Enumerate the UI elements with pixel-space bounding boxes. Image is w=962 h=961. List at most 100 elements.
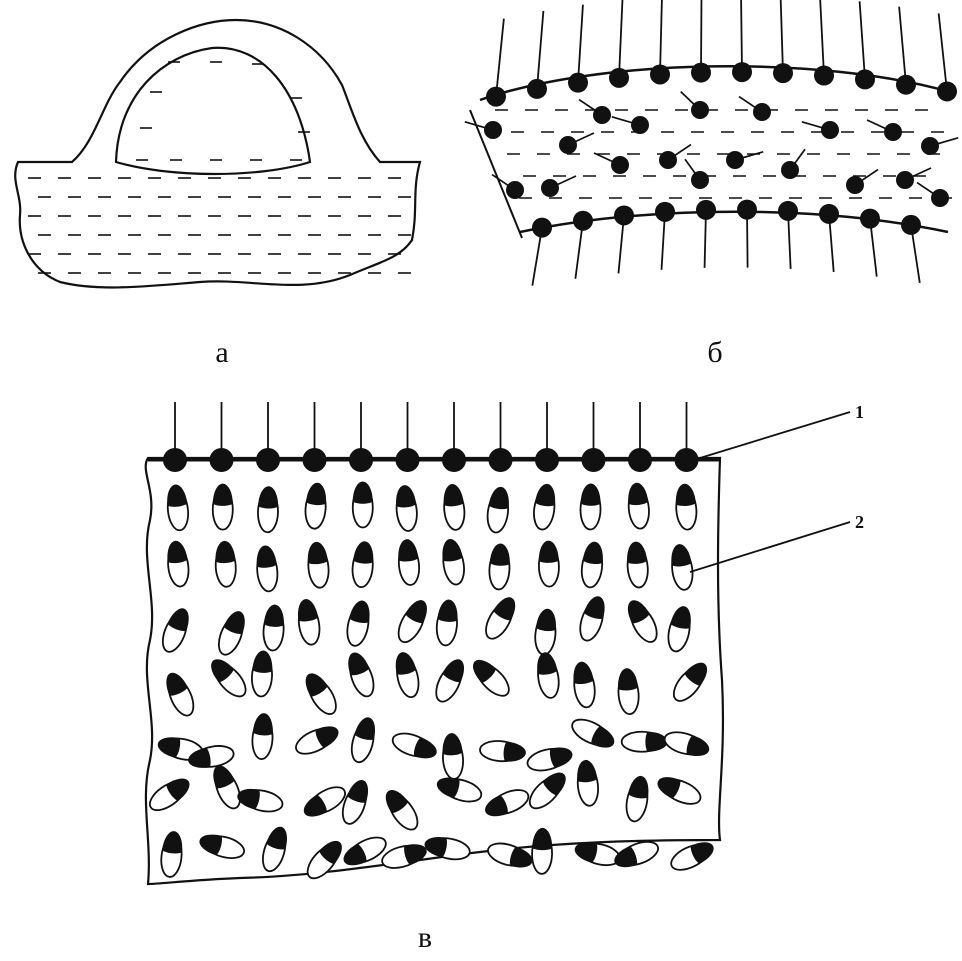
molecule-head	[691, 101, 709, 119]
molecule-head	[396, 448, 420, 472]
bulk-molecule	[380, 785, 423, 834]
molecule-polar-cap	[258, 486, 279, 509]
molecule-head	[773, 63, 793, 83]
molecule-head	[778, 201, 798, 221]
bulk-molecule	[665, 604, 694, 653]
bulk-molecule	[623, 596, 663, 646]
molecule-head	[541, 179, 559, 197]
bulk-molecule	[667, 837, 717, 875]
bulk-molecule	[622, 732, 668, 752]
molecule-head	[486, 87, 506, 107]
bulk-molecule	[214, 540, 236, 587]
bulk-molecule	[235, 786, 284, 815]
bulk-molecule	[344, 599, 373, 648]
bulk-molecule	[251, 650, 274, 697]
molecule-head	[860, 209, 880, 229]
bulk-molecule	[626, 482, 650, 530]
panel-a-bubble-inner-dome	[116, 48, 310, 174]
molecule-head	[609, 68, 629, 88]
bulk-molecule	[580, 541, 605, 589]
molecule-head	[921, 137, 939, 155]
bulk-molecule	[255, 545, 279, 593]
molecule-head	[781, 161, 799, 179]
bulk-molecule	[617, 667, 640, 714]
molecule-tail	[820, 0, 824, 76]
molecule-polar-cap	[252, 650, 273, 673]
molecule-head	[691, 63, 711, 83]
molecule-polar-cap	[295, 598, 318, 623]
callout-2-leader	[690, 522, 850, 572]
molecule-polar-cap	[264, 604, 285, 627]
molecule-polar-cap	[306, 482, 328, 506]
molecule-polar-cap	[532, 828, 552, 851]
molecule-polar-cap	[582, 541, 604, 565]
molecule-tail	[939, 13, 947, 91]
bulk-molecule	[434, 773, 484, 805]
molecule-polar-cap	[538, 540, 558, 563]
molecule-polar-cap	[353, 540, 375, 564]
bulk-molecule	[524, 767, 571, 814]
bulk-molecule	[344, 649, 378, 699]
bulk-molecule	[485, 839, 535, 871]
bulk-molecule	[338, 777, 372, 827]
bulk-molecule	[397, 538, 421, 586]
molecule-head	[819, 204, 839, 224]
molecule-head	[568, 73, 588, 93]
molecule-head	[631, 116, 649, 134]
bulk-molecule	[580, 483, 601, 529]
bulk-molecule	[208, 762, 245, 812]
bulk-molecule	[669, 543, 695, 591]
bulk-molecule	[145, 773, 194, 816]
bulk-molecule	[214, 608, 250, 658]
molecule-polar-cap	[397, 538, 419, 562]
molecule-polar-cap	[253, 713, 274, 736]
bulk-molecule	[292, 721, 342, 759]
bulk-molecule	[393, 596, 432, 646]
molecule-polar-cap	[165, 540, 188, 565]
molecule-head	[931, 189, 949, 207]
molecule-head	[691, 171, 709, 189]
bulk-molecule	[482, 785, 532, 821]
molecule-head	[442, 448, 466, 472]
molecule-polar-cap	[437, 599, 459, 623]
molecule-polar-cap	[490, 543, 511, 566]
molecule-polar-cap	[674, 483, 696, 507]
bulk-molecule	[213, 484, 233, 530]
molecule-head	[573, 211, 593, 231]
molecule-head	[655, 202, 675, 222]
panel-b-caption: б	[707, 336, 722, 369]
bulk-molecule	[394, 484, 418, 532]
panel-a-caption: а	[215, 336, 228, 369]
molecule-tail	[619, 0, 622, 78]
molecule-polar-cap	[213, 484, 233, 506]
bulk-molecule	[538, 540, 559, 586]
molecule-tail	[899, 7, 906, 85]
bulk-molecule	[654, 772, 704, 809]
panel-a-bubble-at-surface	[15, 20, 420, 287]
molecule-head	[650, 64, 670, 84]
bulk-molecule	[300, 669, 341, 719]
molecule-polar-cap	[503, 741, 527, 763]
bulk-molecule	[535, 651, 562, 699]
molecule-head	[659, 151, 677, 169]
bulk-molecule	[353, 481, 373, 527]
molecule-head	[210, 448, 234, 472]
molecule-polar-cap	[628, 774, 652, 799]
molecule-head	[855, 69, 875, 89]
bulk-molecule	[481, 593, 521, 643]
molecule-head	[484, 121, 502, 139]
panel-b-surfactant-film	[465, 0, 958, 286]
molecule-polar-cap	[306, 541, 328, 565]
molecule-polar-cap	[536, 608, 558, 632]
bulk-molecule	[525, 744, 574, 774]
molecule-head	[163, 448, 187, 472]
molecule-polar-cap	[617, 667, 639, 691]
bulk-molecule	[431, 655, 469, 705]
bulk-molecule	[441, 732, 464, 779]
bulk-molecule	[390, 729, 440, 763]
molecule-polar-cap	[626, 541, 648, 565]
molecule-head	[814, 66, 834, 86]
molecule-head	[303, 448, 327, 472]
molecule-head	[628, 448, 652, 472]
